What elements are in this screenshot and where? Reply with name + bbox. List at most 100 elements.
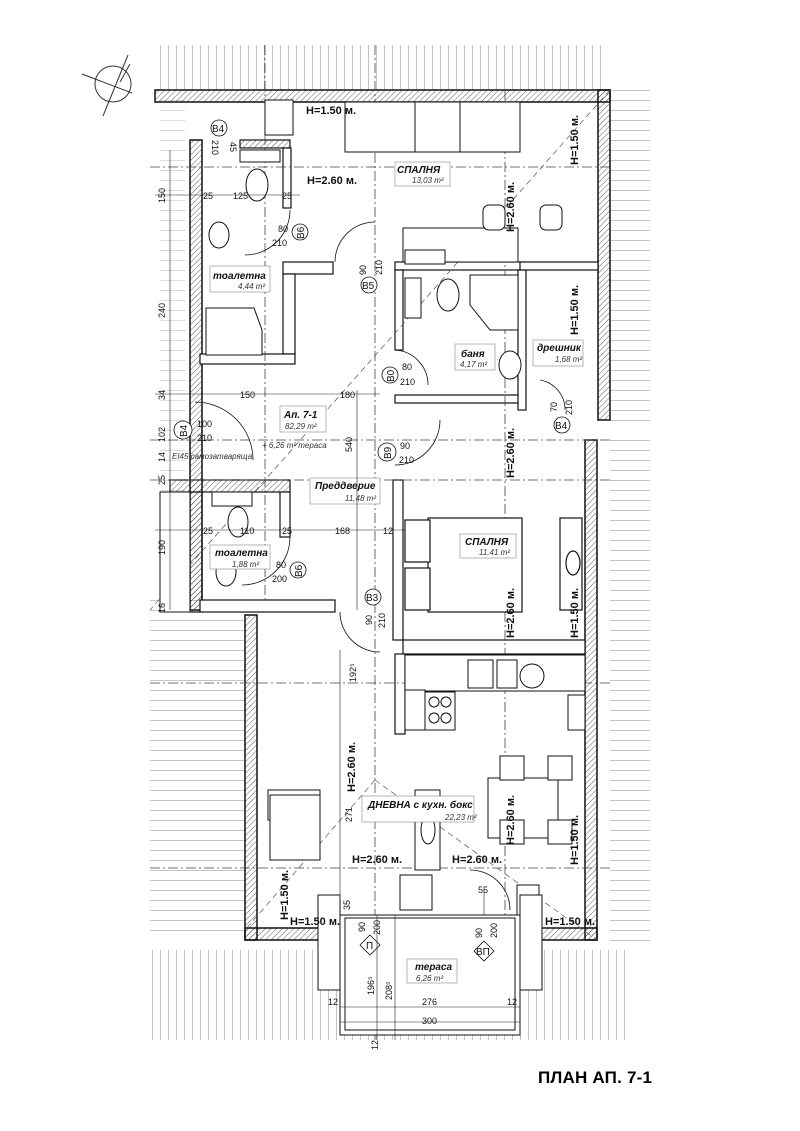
svg-text:B6: B6 bbox=[296, 226, 307, 239]
svg-text:12: 12 bbox=[507, 997, 517, 1007]
svg-text:1,88 m²: 1,88 m² bbox=[232, 560, 259, 569]
furniture-toilet-1 bbox=[205, 99, 294, 356]
svg-text:34: 34 bbox=[157, 390, 167, 400]
door-tag-b6-top: B6 80 210 bbox=[272, 223, 309, 248]
dimension-text: 150 125 25 25 240 34 150 180 102 14 25 5… bbox=[157, 188, 517, 1050]
svg-text:25: 25 bbox=[203, 191, 213, 201]
svg-text:55: 55 bbox=[478, 885, 488, 895]
svg-text:80: 80 bbox=[278, 224, 288, 234]
svg-text:70: 70 bbox=[549, 402, 559, 412]
svg-text:H=2.60 м.: H=2.60 м. bbox=[352, 854, 402, 866]
svg-text:баня: баня bbox=[461, 348, 485, 360]
svg-text:12: 12 bbox=[370, 1040, 380, 1050]
svg-text:210: 210 bbox=[564, 400, 574, 415]
svg-text:1,68 m²: 1,68 m² bbox=[555, 355, 582, 364]
svg-text:90: 90 bbox=[474, 928, 484, 938]
svg-text:4,17 m²: 4,17 m² bbox=[460, 360, 487, 369]
svg-text:Преддверие: Преддверие bbox=[315, 481, 376, 492]
svg-text:H=2.60 м.: H=2.60 м. bbox=[505, 182, 517, 232]
door-tag-b4-wardrobe: B4 70 210 bbox=[549, 400, 574, 434]
room-label-terrace: тераса 6,26 m² bbox=[406, 958, 458, 984]
svg-text:196⁵: 196⁵ bbox=[366, 976, 376, 995]
door-tag-vp: ВП 90 200 bbox=[473, 923, 499, 962]
svg-text:102: 102 bbox=[157, 427, 167, 442]
interior-walls bbox=[169, 139, 599, 735]
svg-text:H=1.50 м.: H=1.50 м. bbox=[279, 870, 291, 920]
svg-text:СПАЛНЯ: СПАЛНЯ bbox=[465, 537, 509, 548]
svg-text:B9: B9 bbox=[383, 446, 394, 459]
door-swings bbox=[194, 209, 566, 911]
room-label-wardrobe: дрешник 1,68 m² bbox=[532, 339, 584, 367]
room-label-hallway: Преддверие 11,48 m² bbox=[309, 477, 381, 505]
svg-text:200: 200 bbox=[489, 923, 499, 938]
svg-text:СПАЛНЯ: СПАЛНЯ bbox=[397, 165, 441, 176]
door-tags: B4 45 210 B6 80 210 B5 90 210 B0 80 210 … bbox=[172, 119, 574, 962]
svg-text:90: 90 bbox=[358, 265, 368, 275]
svg-text:82,29 m²: 82,29 m² bbox=[285, 422, 317, 431]
svg-text:B4: B4 bbox=[179, 424, 190, 437]
svg-text:80: 80 bbox=[402, 362, 412, 372]
svg-text:П: П bbox=[366, 941, 373, 952]
plan-title: ПЛАН АП. 7-1 bbox=[538, 1068, 653, 1087]
svg-text:H=1.50 м.: H=1.50 м. bbox=[306, 105, 356, 117]
svg-text:B3: B3 bbox=[366, 593, 379, 604]
svg-text:168: 168 bbox=[335, 526, 350, 536]
svg-text:H=2.60 м.: H=2.60 м. bbox=[346, 742, 358, 792]
svg-text:240: 240 bbox=[157, 303, 167, 318]
svg-text:25: 25 bbox=[203, 526, 213, 536]
svg-text:22,23 m²: 22,23 m² bbox=[444, 813, 477, 822]
svg-text:180: 180 bbox=[340, 390, 355, 400]
svg-text:190: 190 bbox=[157, 540, 167, 555]
furniture-bathroom bbox=[404, 249, 522, 380]
svg-text:дрешник: дрешник bbox=[537, 343, 582, 354]
svg-text:210: 210 bbox=[377, 613, 387, 628]
svg-text:210: 210 bbox=[399, 455, 414, 465]
svg-text:540: 540 bbox=[344, 437, 354, 452]
svg-text:тоалетна: тоалетна bbox=[213, 271, 266, 282]
svg-text:H=2.60 м.: H=2.60 м. bbox=[307, 175, 357, 187]
svg-text:90: 90 bbox=[400, 441, 410, 451]
room-label-bedroom-1: СПАЛНЯ 13,03 m² bbox=[394, 161, 451, 187]
svg-text:14: 14 bbox=[157, 452, 167, 462]
door-tag-b3: B3 90 210 bbox=[364, 588, 387, 628]
svg-text:110: 110 bbox=[240, 526, 254, 536]
svg-text:H=2.60 м.: H=2.60 м. bbox=[505, 795, 517, 845]
svg-text:125: 125 bbox=[233, 191, 248, 201]
svg-text:210: 210 bbox=[210, 140, 220, 155]
svg-text:208⁵: 208⁵ bbox=[384, 981, 394, 1000]
svg-text:тераса: тераса bbox=[415, 962, 453, 973]
svg-text:25: 25 bbox=[157, 475, 167, 485]
svg-text:EI45 самозатваряща: EI45 самозатваряща bbox=[172, 452, 253, 461]
svg-text:ДНЕВНА с кухн. бокс: ДНЕВНА с кухн. бокс bbox=[367, 799, 473, 811]
svg-text:276: 276 bbox=[422, 997, 437, 1007]
door-tag-b6-bottom: B6 80 200 bbox=[272, 560, 307, 584]
svg-text:6,26 m²: 6,26 m² bbox=[416, 974, 443, 983]
north-arrow-icon bbox=[81, 54, 133, 117]
svg-text:тоалетна: тоалетна bbox=[215, 548, 268, 559]
svg-text:271: 271 bbox=[344, 807, 354, 822]
svg-text:B0: B0 bbox=[386, 369, 397, 382]
svg-text:210: 210 bbox=[197, 433, 212, 443]
svg-text:B4: B4 bbox=[555, 421, 568, 432]
height-labels: H=1.50 м. H=2.60 м. H=1.50 м. H=2.60 м. … bbox=[279, 105, 595, 928]
svg-text:H=1.50 м.: H=1.50 м. bbox=[545, 916, 595, 928]
svg-text:80: 80 bbox=[276, 560, 286, 570]
svg-text:90: 90 bbox=[364, 615, 374, 625]
svg-text:200: 200 bbox=[272, 574, 287, 584]
door-tag-b5: B5 90 210 bbox=[358, 260, 384, 294]
room-label-living: ДНЕВНА с кухн. бокс 22,23 m² bbox=[361, 795, 477, 823]
svg-text:H=2.60 м.: H=2.60 м. bbox=[452, 854, 502, 866]
svg-text:4,44 m²: 4,44 m² bbox=[238, 282, 265, 291]
svg-text:ВП: ВП bbox=[476, 947, 490, 958]
door-tag-b9: B9 90 210 bbox=[377, 441, 414, 465]
svg-text:H=1.50 м.: H=1.50 м. bbox=[569, 285, 581, 335]
room-label-bedroom-2: СПАЛНЯ 11,41 m² bbox=[459, 533, 517, 559]
svg-text:B6: B6 bbox=[294, 564, 305, 577]
svg-text:B4: B4 bbox=[212, 124, 225, 135]
svg-text:12: 12 bbox=[383, 526, 393, 536]
room-labels: СПАЛНЯ 13,03 m² тоалетна 4,44 m² баня 4,… bbox=[209, 161, 584, 984]
svg-text:H=2.60 м.: H=2.60 м. bbox=[505, 588, 517, 638]
svg-text:+ 6,26 m² тераса: + 6,26 m² тераса bbox=[262, 441, 327, 450]
svg-text:H=2.60 м.: H=2.60 м. bbox=[505, 428, 517, 478]
svg-text:150: 150 bbox=[157, 188, 167, 203]
